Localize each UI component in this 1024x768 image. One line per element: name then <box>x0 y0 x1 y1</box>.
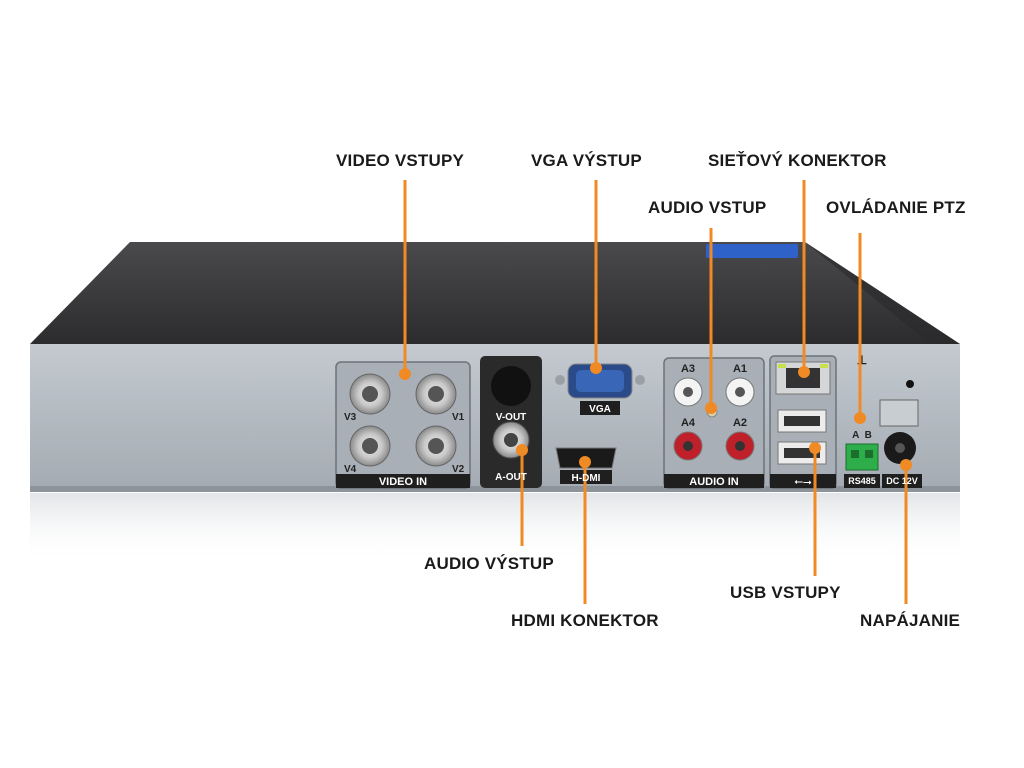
callout-audio-output: AUDIO VÝSTUP <box>424 554 554 573</box>
leader-lines <box>399 180 912 604</box>
chassis-top <box>30 242 960 344</box>
panel-label-vga: VGA <box>589 404 611 415</box>
leader-network-dot <box>798 366 810 378</box>
v-out-connector <box>491 366 531 406</box>
av-out-module <box>480 356 542 488</box>
rs485-terminal: ⊥ <box>844 353 880 488</box>
panel-label-a1: A1 <box>733 363 747 375</box>
panel-label-ab: A B <box>852 430 872 441</box>
audio-in-module <box>663 357 765 489</box>
callout-vga-output: VGA VÝSTUP <box>531 151 642 170</box>
callout-power: NAPÁJANIE <box>860 611 961 630</box>
leader-audio-input-dot <box>705 402 717 414</box>
panel-label-a-out: A-OUT <box>495 472 527 483</box>
leader-audio-output-dot <box>516 444 528 456</box>
leader-vga-output-dot <box>590 362 602 374</box>
callout-ptz-control: OVLÁDANIE PTZ <box>826 198 966 217</box>
panel-label-video-in: VIDEO IN <box>379 476 427 488</box>
chassis-bottom-edge <box>30 486 960 492</box>
leader-power-dot <box>900 459 912 471</box>
callout-video-inputs: VIDEO VSTUPY <box>336 151 465 170</box>
svg-text:⊥: ⊥ <box>857 353 867 367</box>
panel-label-a2: A2 <box>733 417 747 429</box>
leader-hdmi-dot <box>579 456 591 468</box>
lan-usb-module <box>769 355 837 489</box>
panel-label-v4: V4 <box>344 464 357 475</box>
leader-ptz-control-dot <box>854 412 866 424</box>
panel-label-audio-in: AUDIO IN <box>689 476 739 488</box>
panel-label-hdmi: H-DMI <box>572 473 601 484</box>
brand-badge <box>706 244 798 258</box>
panel-label-v1: V1 <box>452 412 465 423</box>
panel-label-a3: A3 <box>681 363 695 375</box>
leader-video-inputs-dot <box>399 368 411 380</box>
usb-symbol-icon: ⭠⭢ <box>794 476 812 488</box>
callout-audio-input: AUDIO VSTUP <box>648 198 767 217</box>
panel-label-dc12v: DC 12V <box>886 476 918 486</box>
vga-port <box>555 363 645 415</box>
leader-usb-dot <box>809 442 821 454</box>
callout-hdmi-connector: HDMI KONEKTOR <box>511 611 659 630</box>
panel-label-v2: V2 <box>452 464 465 475</box>
dc-power-jack <box>879 380 922 488</box>
video-in-module <box>335 361 471 489</box>
panel-label-a4: A4 <box>681 417 696 429</box>
panel-label-v3: V3 <box>344 412 357 423</box>
floor-reflection <box>30 493 960 563</box>
callout-network-connector: SIEŤOVÝ KONEKTOR <box>708 151 887 170</box>
callout-usb-inputs: USB VSTUPY <box>730 583 841 602</box>
panel-label-rs485: RS485 <box>848 476 876 486</box>
panel-label-v-out: V-OUT <box>496 412 527 423</box>
